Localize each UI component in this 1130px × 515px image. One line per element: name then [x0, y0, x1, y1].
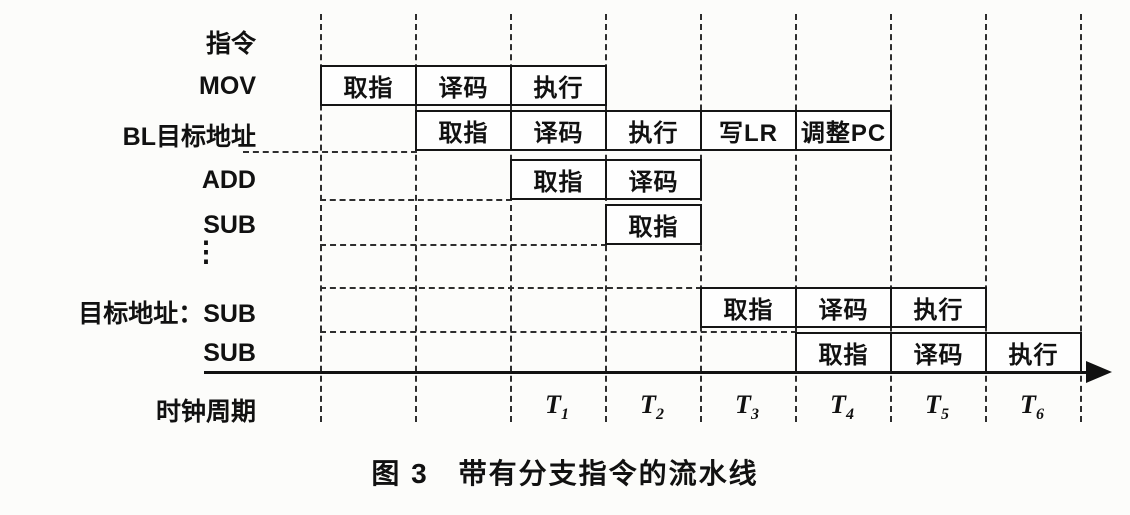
stage-cell-decode: 译码 — [415, 65, 512, 106]
grid-vline-7 — [890, 14, 892, 422]
row-label-sub: SUB — [203, 211, 256, 239]
stage-cell-fetch: 取指 — [510, 159, 607, 200]
stage-cell-decode: 译码 — [605, 159, 702, 200]
stage-cell-fetch: 取指 — [795, 332, 892, 373]
stage-cell-execute: 执行 — [890, 287, 987, 328]
grid-hdash-1 — [243, 151, 417, 153]
tick-sub: 1 — [560, 406, 569, 424]
tick-t4: T4 — [802, 390, 882, 424]
stage-cell-adjust-pc: 调整PC — [795, 110, 892, 151]
stage-cell-decode: 译码 — [795, 287, 892, 328]
grid-vline-6 — [795, 14, 797, 422]
tick-t2: T2 — [612, 390, 692, 424]
clock-cycle-label: 时钟周期 — [155, 398, 256, 426]
grid-vline-8 — [985, 14, 987, 422]
grid-vline-3 — [510, 14, 512, 422]
grid-vline-9 — [1080, 14, 1082, 422]
tick-base: T — [925, 390, 941, 419]
tick-t1: T1 — [517, 390, 597, 424]
tick-sub: 5 — [940, 406, 949, 424]
grid-hdash-3 — [320, 244, 607, 246]
stage-cell-fetch: 取指 — [320, 65, 417, 106]
stage-cell-fetch: 取指 — [700, 287, 797, 328]
instruction-header-label: 指令 — [205, 30, 256, 58]
tick-t6: T6 — [992, 390, 1072, 424]
ellipsis-marker: ⋮ — [192, 236, 220, 267]
stage-cell-execute: 执行 — [510, 65, 607, 106]
tick-base: T — [830, 390, 846, 419]
row-label-mov: MOV — [199, 72, 256, 100]
tick-base: T — [545, 390, 561, 419]
grid-vline-2 — [415, 14, 417, 422]
tick-base: T — [640, 390, 656, 419]
row-label-target-sub: 目标地址：SUB — [78, 300, 256, 328]
row-label-bl-target: BL目标地址 — [122, 123, 256, 151]
row-label-add: ADD — [201, 166, 256, 194]
stage-cell-execute: 执行 — [605, 110, 702, 151]
tick-t5: T5 — [897, 390, 977, 424]
tick-base: T — [735, 390, 751, 419]
tick-sub: 3 — [750, 406, 759, 424]
tick-t3: T3 — [707, 390, 787, 424]
grid-vline-1 — [320, 14, 322, 422]
stage-cell-execute: 执行 — [985, 332, 1082, 373]
row-label-sub-2: SUB — [203, 339, 256, 367]
grid-hdash-5 — [320, 331, 797, 333]
stage-cell-decode: 译码 — [890, 332, 987, 373]
tick-sub: 6 — [1035, 406, 1044, 424]
tick-base: T — [1020, 390, 1036, 419]
tick-sub: 2 — [655, 406, 664, 424]
tick-sub: 4 — [845, 406, 854, 424]
stage-cell-decode: 译码 — [510, 110, 607, 151]
time-axis-arrowhead — [1086, 361, 1112, 383]
stage-cell-write-lr: 写LR — [700, 110, 797, 151]
stage-cell-fetch: 取指 — [605, 204, 702, 245]
figure-caption: 图 3 带有分支指令的流水线 — [371, 458, 759, 489]
grid-hdash-2 — [320, 199, 512, 201]
grid-hdash-4 — [320, 287, 702, 289]
stage-cell-fetch: 取指 — [415, 110, 512, 151]
time-axis-line — [204, 371, 1088, 374]
